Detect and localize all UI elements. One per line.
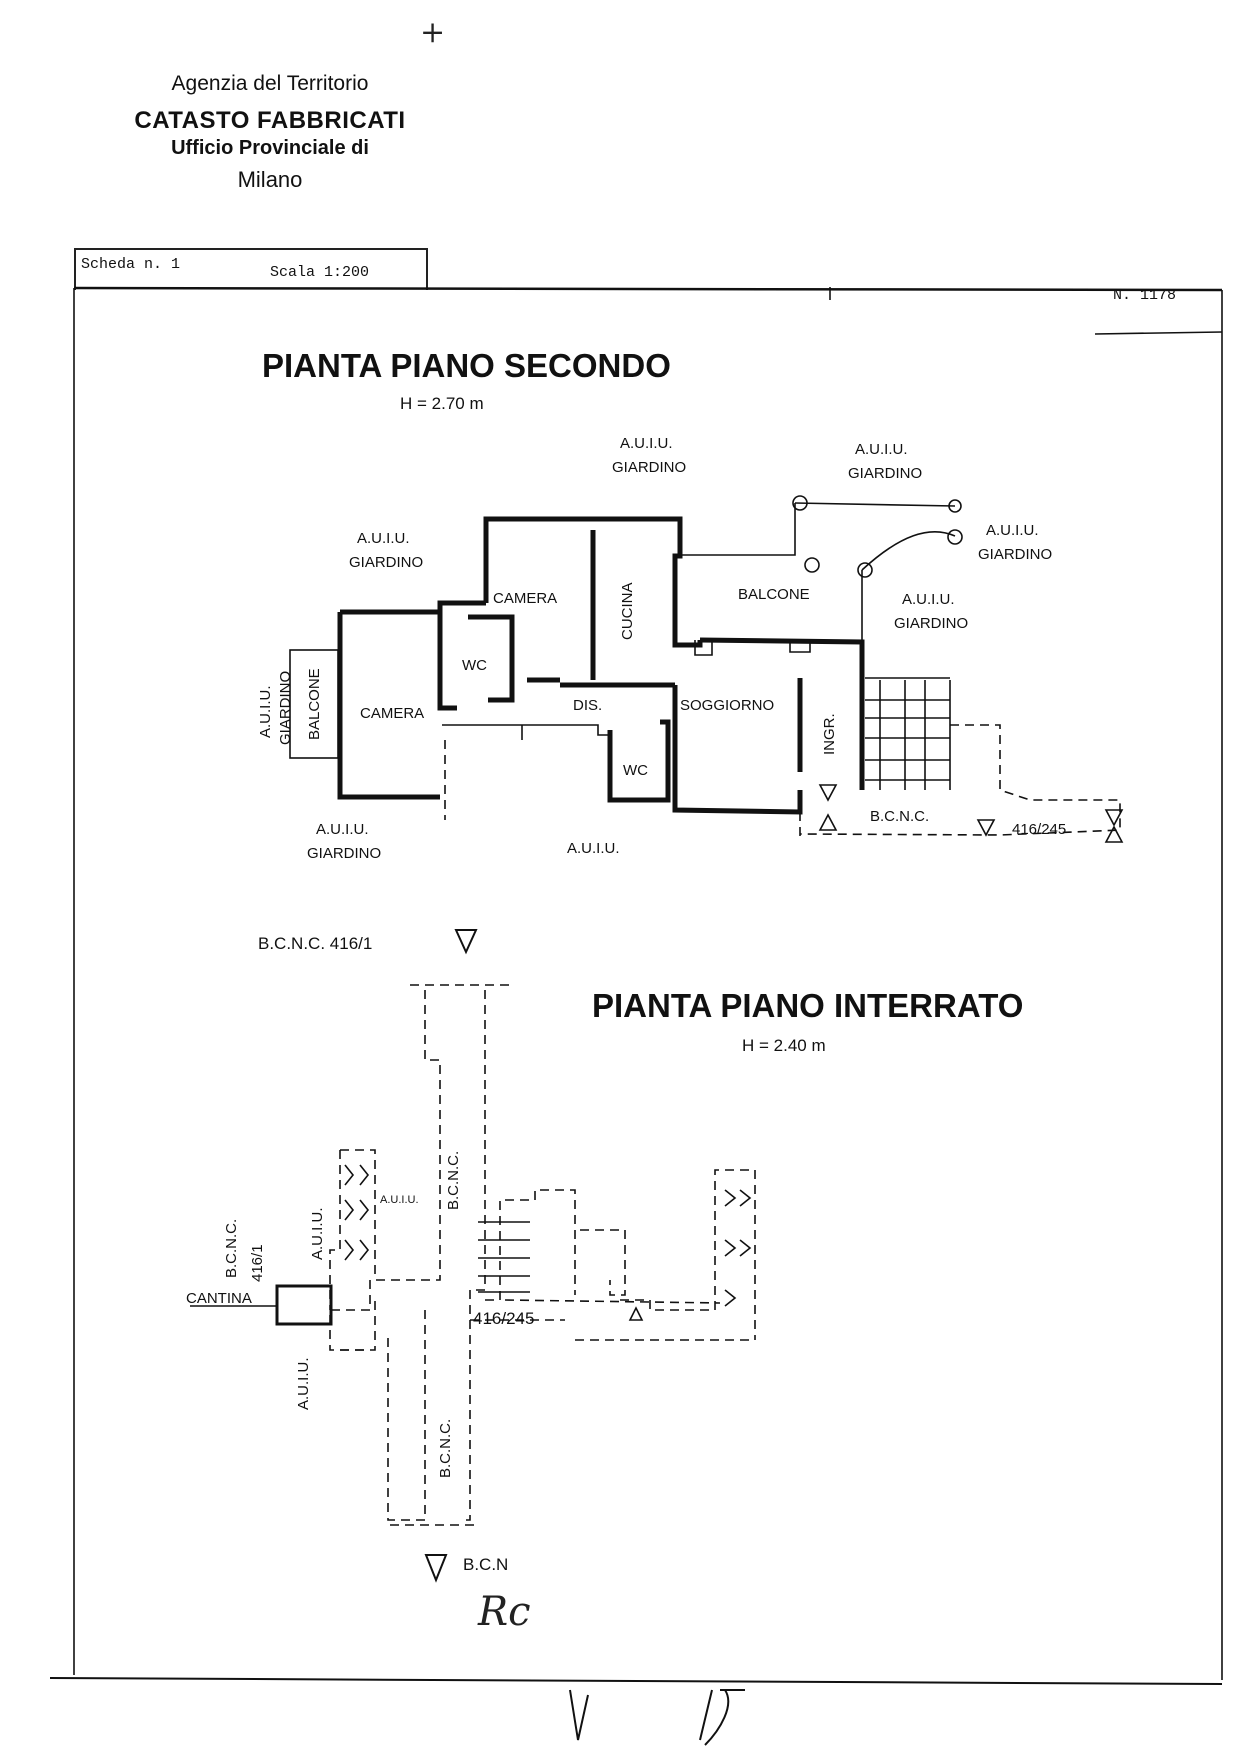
label-dis: DIS. <box>573 697 602 714</box>
label-giardino-bottom-left: GIARDINO <box>307 845 381 862</box>
basement-label-sub: 416/245 <box>473 1309 534 1328</box>
label-giardino-top-1: GIARDINO <box>612 459 686 476</box>
basement-title: PIANTA PIANO INTERRATO <box>592 987 1023 1024</box>
label-giardino-right-1: GIARDINO <box>978 546 1052 563</box>
label-balcone-right: BALCONE <box>738 586 810 603</box>
second-floor-title: PIANTA PIANO SECONDO <box>262 347 671 384</box>
label-auiu-left-top: A.U.I.U. <box>357 530 410 547</box>
label-wc-bottom: WC <box>623 762 648 779</box>
label-giardino-top-2: GIARDINO <box>848 465 922 482</box>
sheet-number: Scheda n. 1 <box>81 256 181 273</box>
label-bcnc-second: B.C.N.C. <box>870 808 929 825</box>
label-giardino-left: GIARDINO <box>277 671 294 745</box>
label-auiu-left: A.U.I.U. <box>257 685 274 738</box>
sheet-scale: Scala 1:200 <box>270 264 370 281</box>
basement-label-bcnc-center: B.C.N.C. <box>445 1151 462 1210</box>
basement-label-bcnc-lower: B.C.N.C. <box>437 1419 454 1478</box>
basement-label-bcnc-left: B.C.N.C. <box>223 1219 240 1278</box>
catasto-title: CATASTO FABBRICATI <box>134 107 406 134</box>
label-auiu-right-2: A.U.I.U. <box>902 591 955 608</box>
label-cucina: CUCINA <box>619 582 636 640</box>
label-auiu-right-1: A.U.I.U. <box>986 522 1039 539</box>
basement-label-bcnc-bottom: B.C.N <box>463 1555 508 1574</box>
label-soggiorno: SOGGIORNO <box>680 697 774 714</box>
label-wc-left: WC <box>462 657 487 674</box>
sheet-header-box <box>74 248 428 290</box>
label-ingr: INGR. <box>821 713 838 755</box>
label-auiu-bottom-left: A.U.I.U. <box>316 821 369 838</box>
label-balcone-left: BALCONE <box>306 668 323 740</box>
label-bcnc-ref: B.C.N.C. 416/1 <box>258 934 372 953</box>
basement-label-cantina: CANTINA <box>186 1290 252 1307</box>
basement-label-auiu-lower: A.U.I.U. <box>295 1357 312 1410</box>
handwritten-mark: + <box>420 15 445 50</box>
office-city: Milano <box>237 167 303 192</box>
second-floor-plan <box>289 495 1124 843</box>
handwritten-signature <box>569 1689 745 1746</box>
page-frame <box>49 286 1223 1685</box>
label-sub-second: 416/245 <box>1012 821 1066 838</box>
label-camera-left: CAMERA <box>360 705 424 722</box>
handwritten-initials: Rc <box>477 1589 531 1635</box>
office-label: Ufficio Provinciale di <box>171 137 369 159</box>
label-giardino-left-top: GIARDINO <box>349 554 423 571</box>
basement-label-ref: 416/1 <box>249 1244 266 1282</box>
basement-plan <box>190 984 756 1583</box>
label-auiu-bottom: A.U.I.U. <box>567 840 620 857</box>
label-auiu-top-1: A.U.I.U. <box>620 435 673 452</box>
agency-name: Agenzia del Territorio <box>171 72 369 95</box>
label-auiu-top-2: A.U.I.U. <box>855 441 908 458</box>
label-camera-top: CAMERA <box>493 590 557 607</box>
label-giardino-right-2: GIARDINO <box>894 615 968 632</box>
basement-label-auiu: A.U.I.U. <box>309 1207 326 1260</box>
second-floor-height: H = 2.70 m <box>400 394 484 413</box>
basement-height: H = 2.40 m <box>742 1036 826 1055</box>
document-number: N. 1178 <box>1113 287 1177 304</box>
basement-label-auiu-small: A.U.I.U. <box>380 1194 419 1206</box>
